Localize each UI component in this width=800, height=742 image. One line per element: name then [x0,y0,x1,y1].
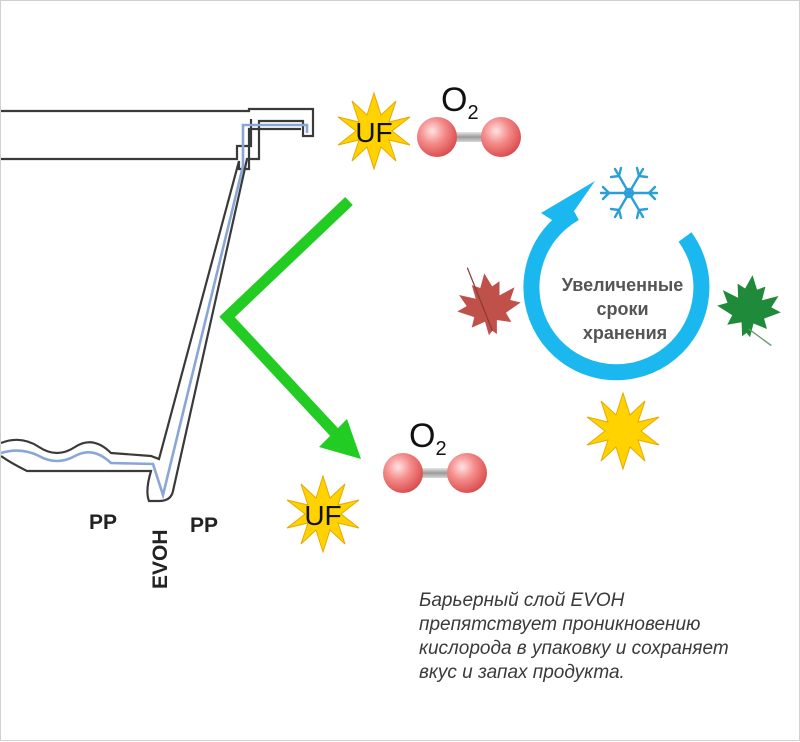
container-wall [1,107,315,503]
maple-leaf-green-icon [714,271,785,347]
label-inner-pp: PP [89,511,117,534]
caption: Барьерный слой EVOH препятствует проникн… [419,589,789,685]
deflection-arrow [219,197,361,459]
sun-icon [586,392,660,470]
label-evoh: EVOH [149,529,172,589]
oxygen-formula-top: O2 [441,81,479,124]
caption-line: кислорода в упаковку и сохраняет [419,638,729,659]
maple-leaf-red-icon [452,267,525,340]
caption-line: вкус и запах продукта. [419,662,625,683]
storage-cycle-arrow [523,181,710,381]
oxygen-formula-bottom: O2 [409,417,447,460]
uv-label-top: UF [355,117,392,148]
snowflake-icon [599,166,659,220]
uv-label-bottom: UF [304,500,341,531]
caption-line: Барьерный слой EVOH [419,590,625,611]
caption-line: препятствует проникновению [419,614,701,635]
cycle-label: Увеличенные сроки хранения [562,275,688,343]
label-outer-pp: PP [190,514,218,537]
